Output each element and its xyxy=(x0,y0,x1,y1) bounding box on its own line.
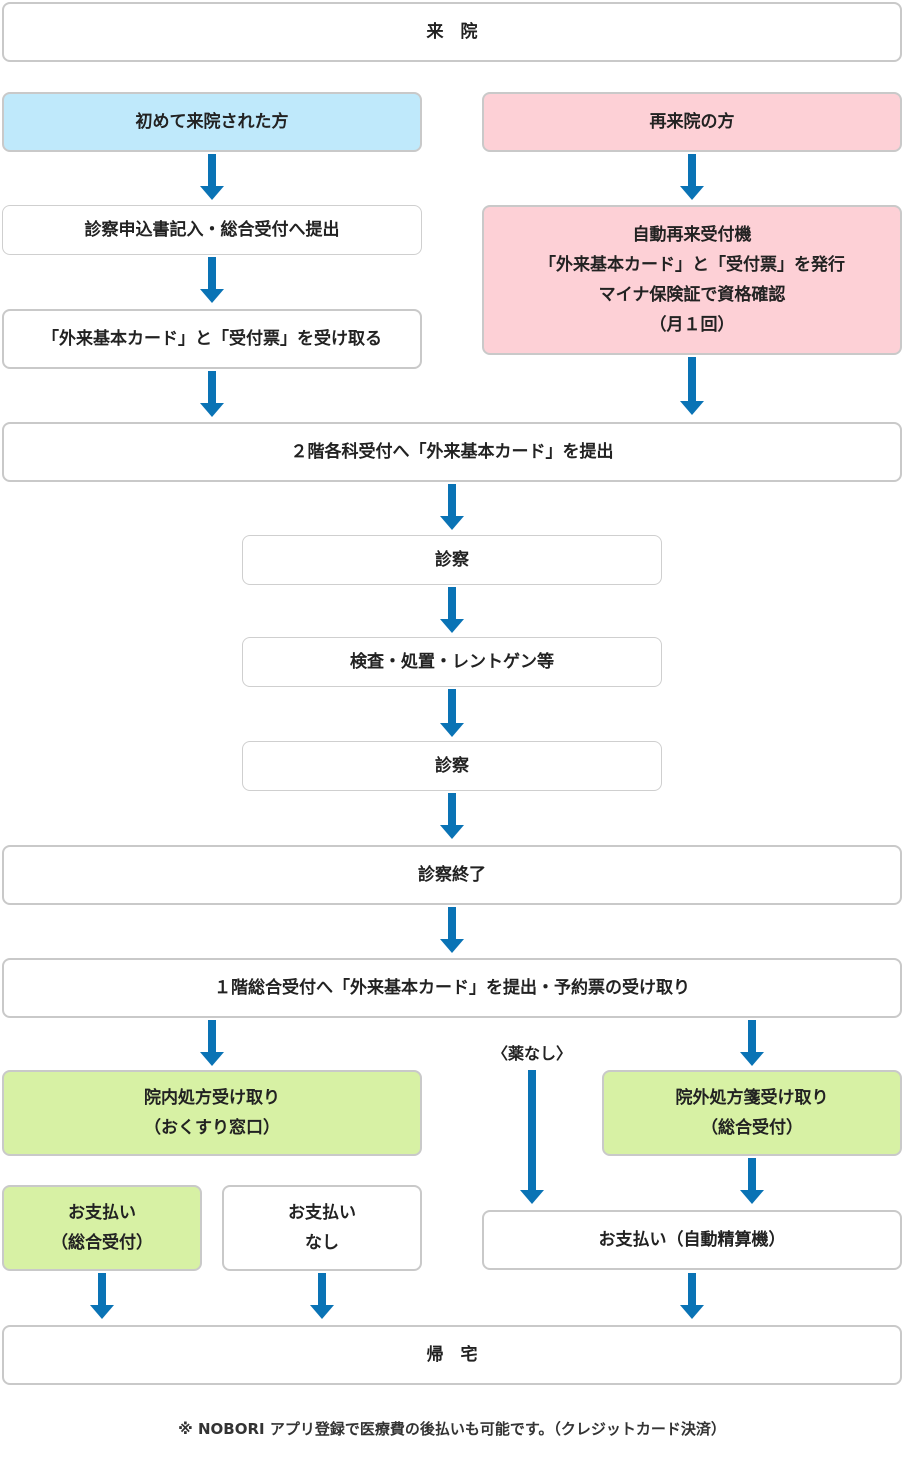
arrive-label: 来 院 xyxy=(426,22,478,42)
first-visit-label: 初めて来院された方 xyxy=(135,112,289,132)
outside-prescription-line-1: 院外処方箋受け取り xyxy=(675,1088,829,1108)
exam-end-box: 診察終了 xyxy=(2,845,902,905)
payment-general-line-1: お支払い xyxy=(68,1203,136,1223)
arrow-down xyxy=(87,1273,117,1319)
tests-label: 検査・処置・レントゲン等 xyxy=(350,652,554,672)
payment-general-box: お支払い （総合受付） xyxy=(2,1185,202,1271)
arrow-down xyxy=(437,907,467,953)
in-house-pharmacy-box: 院内処方受け取り （おくすり窓口） xyxy=(2,1070,422,1156)
return-step-line-1: 自動再来受付機 xyxy=(632,225,752,245)
arrow-down xyxy=(677,154,707,200)
arrow-down xyxy=(737,1020,767,1066)
in-house-pharmacy-line-1: 院内処方受け取り xyxy=(144,1088,280,1108)
arrow-down xyxy=(677,357,707,415)
first-visit-step-application: 診察申込書記入・総合受付へ提出 xyxy=(2,205,422,255)
arrow-down xyxy=(437,587,467,633)
floor1-reception-label: １階総合受付へ「外来基本カード」を提出・予約票の受け取り xyxy=(214,978,690,998)
exam-box: 診察 xyxy=(242,535,662,585)
tests-box: 検査・処置・レントゲン等 xyxy=(242,637,662,687)
arrow-down xyxy=(197,257,227,303)
exam-second-label: 診察 xyxy=(435,756,469,776)
return-visit-step-machine: 自動再来受付機 「外来基本カード」と「受付票」を発行 マイナ保険証で資格確認 （… xyxy=(482,205,902,355)
arrow-down xyxy=(437,793,467,839)
exam-label: 診察 xyxy=(435,550,469,570)
first-visit-step-receive-cards-label: 「外来基本カード」と「受付票」を受け取る xyxy=(42,329,382,349)
go-home-label: 帰 宅 xyxy=(426,1345,478,1365)
footnote: ※ NOBORI アプリ登録で医療費の後払いも可能です。（クレジットカード決済） xyxy=(178,1420,726,1438)
floor2-reception-box: ２階各科受付へ「外来基本カード」を提出 xyxy=(2,422,902,482)
return-step-line-2: 「外来基本カード」と「受付票」を発行 xyxy=(539,255,845,275)
payment-none-line-1: お支払い xyxy=(288,1203,356,1223)
exam-end-label: 診察終了 xyxy=(418,865,486,885)
no-medicine-label: 〈薬なし〉 xyxy=(491,1044,572,1063)
payment-none-box: お支払い なし xyxy=(222,1185,422,1271)
arrive-box: 来 院 xyxy=(2,2,902,62)
first-visit-step-application-label: 診察申込書記入・総合受付へ提出 xyxy=(84,220,340,240)
arrow-down xyxy=(437,689,467,737)
arrow-down xyxy=(437,484,467,530)
return-visit-box: 再来院の方 xyxy=(482,92,902,152)
arrow-down xyxy=(197,371,227,417)
arrow-down xyxy=(517,1070,547,1204)
outside-prescription-line-2: （総合受付） xyxy=(701,1118,803,1138)
floor2-reception-label: ２階各科受付へ「外来基本カード」を提出 xyxy=(290,442,614,462)
return-step-line-4: （月１回） xyxy=(649,315,735,335)
arrow-down xyxy=(197,154,227,200)
first-visit-box: 初めて来院された方 xyxy=(2,92,422,152)
arrow-down xyxy=(197,1020,227,1066)
payment-machine-box: お支払い（自動精算機） xyxy=(482,1210,902,1270)
return-step-line-3: マイナ保険証で資格確認 xyxy=(598,285,786,305)
payment-machine-label: お支払い（自動精算機） xyxy=(598,1230,786,1250)
exam-second-box: 診察 xyxy=(242,741,662,791)
arrow-down xyxy=(307,1273,337,1319)
payment-general-line-2: （総合受付） xyxy=(51,1233,153,1253)
go-home-box: 帰 宅 xyxy=(2,1325,902,1385)
floor1-reception-box: １階総合受付へ「外来基本カード」を提出・予約票の受け取り xyxy=(2,958,902,1018)
payment-none-line-2: なし xyxy=(305,1233,339,1253)
outside-prescription-box: 院外処方箋受け取り （総合受付） xyxy=(602,1070,902,1156)
in-house-pharmacy-line-2: （おくすり窓口） xyxy=(144,1118,280,1138)
return-visit-label: 再来院の方 xyxy=(649,112,735,132)
first-visit-step-receive-cards: 「外来基本カード」と「受付票」を受け取る xyxy=(2,309,422,369)
arrow-down xyxy=(677,1273,707,1319)
arrow-down xyxy=(737,1158,767,1204)
